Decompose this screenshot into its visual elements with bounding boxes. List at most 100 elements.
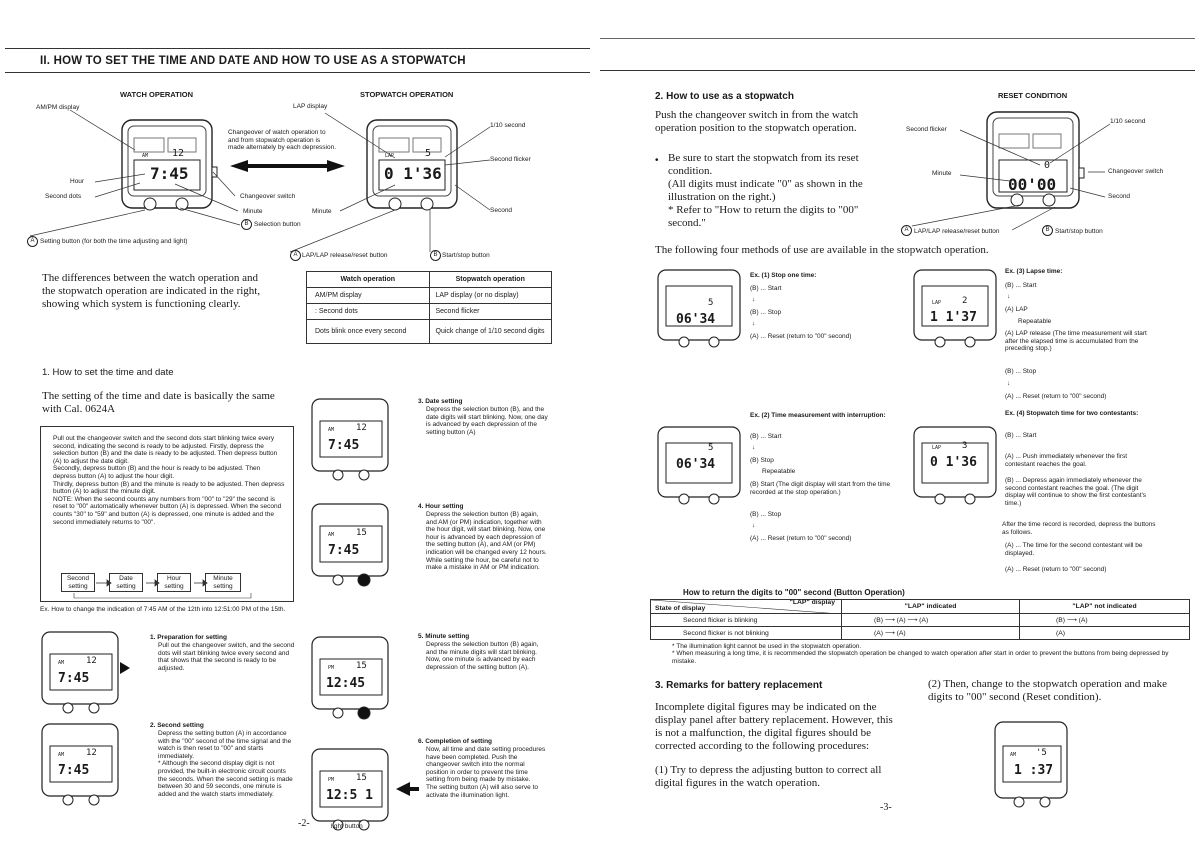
- bullet-reset-note: Be sure to start the stopwatch from its …: [668, 152, 863, 229]
- display-main: 12:5 1: [326, 788, 373, 803]
- reset-label-lap-btn: LAP/LAP release/reset button: [914, 228, 1000, 235]
- watch-main-digits: 7:45: [150, 164, 189, 183]
- button-a-icon: A: [290, 250, 301, 261]
- watch-operation-heading: WATCH OPERATION: [120, 90, 194, 99]
- table-cell: (B) ⟶ (A): [1019, 613, 1190, 627]
- section3-step1: (1) Try to depress the adjusting button …: [655, 764, 882, 789]
- step4-text: Depress the selection button (B) again, …: [426, 511, 547, 572]
- ex1-title: Ex. (1) Stop one time:: [750, 272, 817, 279]
- section1-title: 1. How to set the time and date: [42, 367, 174, 378]
- display-top: 12: [356, 423, 367, 433]
- ex2-step: (A) ... Reset (return to "00" second): [750, 535, 852, 542]
- reset-watch-illustration: [986, 111, 1085, 209]
- ex4-title: Ex. (4) Stopwatch time for two contestan…: [1005, 410, 1139, 417]
- ex3-step: Repeatable: [1018, 318, 1052, 325]
- display-top: 15: [356, 773, 367, 783]
- flow-arrows: [73, 579, 252, 599]
- battery-ampm: AM: [1010, 752, 1017, 758]
- label-second-dots: Second dots: [45, 193, 82, 200]
- step6-title: 6. Completion of setting: [418, 738, 493, 745]
- ex1-step: (B) ... Start: [750, 285, 782, 292]
- four-methods-text: The following four methods of use are av…: [655, 244, 989, 256]
- comparison-table: Watch operation Stopwatch operation AM/P…: [306, 271, 552, 344]
- label-changeover-switch: Changeover switch: [240, 193, 296, 200]
- section2-intro: Push the changeover switch in from the w…: [655, 109, 859, 134]
- reset-main-digits: 00'00: [1008, 175, 1057, 194]
- battery-top-digit: '5: [1036, 748, 1047, 758]
- table-header: Stopwatch operation: [428, 271, 552, 288]
- ex1-step: (B) ... Stop: [750, 309, 782, 316]
- reset-label-tenth: 1/10 second: [1110, 118, 1146, 125]
- reset-condition-heading: RESET CONDITION: [998, 91, 1068, 100]
- ex4-top-digit: 3: [962, 441, 968, 451]
- stopwatch-operation-heading: STOPWATCH OPERATION: [360, 90, 454, 99]
- label-hour: Hour: [70, 178, 85, 185]
- step1-title: 1. Preparation for setting: [150, 634, 227, 641]
- ex3-lap: LAP: [932, 300, 942, 306]
- ex3-step: (A) LAP release (The time measurement wi…: [1005, 330, 1147, 353]
- section3-title: 3. Remarks for battery replacement: [655, 680, 823, 691]
- table-header: "LAP" indicated: [841, 599, 1020, 614]
- section1-intro: The setting of the time and date is basi…: [42, 390, 275, 415]
- label-selection-button: Selection button: [254, 221, 301, 228]
- table-cell: (A) ⟶ (A): [841, 626, 1020, 640]
- ex3-main-digits: 1 1'37: [930, 310, 977, 325]
- step5-text: Depress the selection button (B) again, …: [426, 641, 539, 671]
- step6-watch: [311, 748, 419, 831]
- ex4-step: (A) ... Reset (return to "00" second): [1005, 566, 1107, 573]
- ex2-step: Repeatable: [762, 468, 796, 475]
- display-ampm: AM: [58, 752, 65, 758]
- button-b-icon: B: [430, 250, 441, 261]
- instruction-text: Pull out the changeover switch and the s…: [53, 435, 285, 526]
- ex4-watch: [913, 426, 997, 505]
- step3-title: 3. Date setting: [418, 398, 463, 405]
- label-setting-button: Setting button (for both the time adjust…: [40, 238, 188, 245]
- ex4-main-digits: 0 1'36: [930, 455, 977, 470]
- step2-watch: [41, 723, 119, 806]
- table-cell: Dots blink once every second: [306, 319, 430, 344]
- step5-watch: [311, 636, 389, 720]
- display-ampm: PM: [328, 665, 335, 671]
- ex2-top-digit: 5: [708, 443, 714, 453]
- step4-title: 4. Hour setting: [418, 503, 464, 510]
- light-button-label: light button: [331, 823, 363, 830]
- watch-top-digits: 12: [172, 148, 185, 159]
- display-ampm: AM: [58, 660, 65, 666]
- reset-top-digit: 0: [1044, 160, 1051, 171]
- ex3-watch: [913, 269, 997, 348]
- button-a-icon: A: [27, 236, 38, 247]
- label-start-stop-button: Start/stop button: [442, 252, 490, 259]
- table-corner-header: "LAP" display: [789, 599, 835, 606]
- ex1-top-digit: 5: [708, 298, 714, 308]
- reset-label-second-flicker: Second flicker: [906, 126, 947, 133]
- display-main: 7:45: [58, 763, 90, 778]
- display-main: 12:45: [326, 676, 366, 691]
- label-second-flicker: Second flicker: [490, 156, 531, 163]
- ex1-step: (A) ... Reset (return to "00" second): [750, 333, 852, 340]
- table-cell: AM/PM display: [306, 287, 430, 304]
- table-corner-header: State of display: [655, 605, 706, 612]
- label-tenth-second: 1/10 second: [490, 122, 526, 129]
- step3-watch: [311, 398, 389, 481]
- ex3-step: (B) ... Stop: [1005, 368, 1037, 375]
- flow-step: Second setting: [61, 573, 95, 593]
- page-number-right: -3-: [880, 802, 892, 813]
- display-main: 7:45: [328, 543, 360, 558]
- label-lap-display: LAP display: [293, 103, 328, 110]
- ex2-step: (B) Stop: [750, 457, 774, 464]
- button-b-icon: B: [241, 219, 252, 230]
- label-lap-reset-button: LAP/LAP release/reset button: [302, 252, 388, 259]
- display-main: 7:45: [58, 671, 90, 686]
- display-ampm: AM: [328, 532, 335, 538]
- button-a-icon: A: [901, 225, 912, 236]
- label-minute: Minute: [243, 208, 263, 215]
- label-second: Second: [490, 207, 513, 214]
- example-text: Ex. How to change the indication of 7:45…: [40, 606, 286, 613]
- ex4-step: (B) ... Start: [1005, 432, 1037, 439]
- display-ampm: PM: [328, 777, 335, 783]
- table-cell: Second flicker: [428, 303, 552, 320]
- step2-text: Depress the setting button (A) in accord…: [158, 730, 293, 798]
- button-b-icon: B: [1042, 225, 1053, 236]
- table-header: Watch operation: [306, 271, 430, 288]
- watch-ampm: AM: [142, 153, 149, 159]
